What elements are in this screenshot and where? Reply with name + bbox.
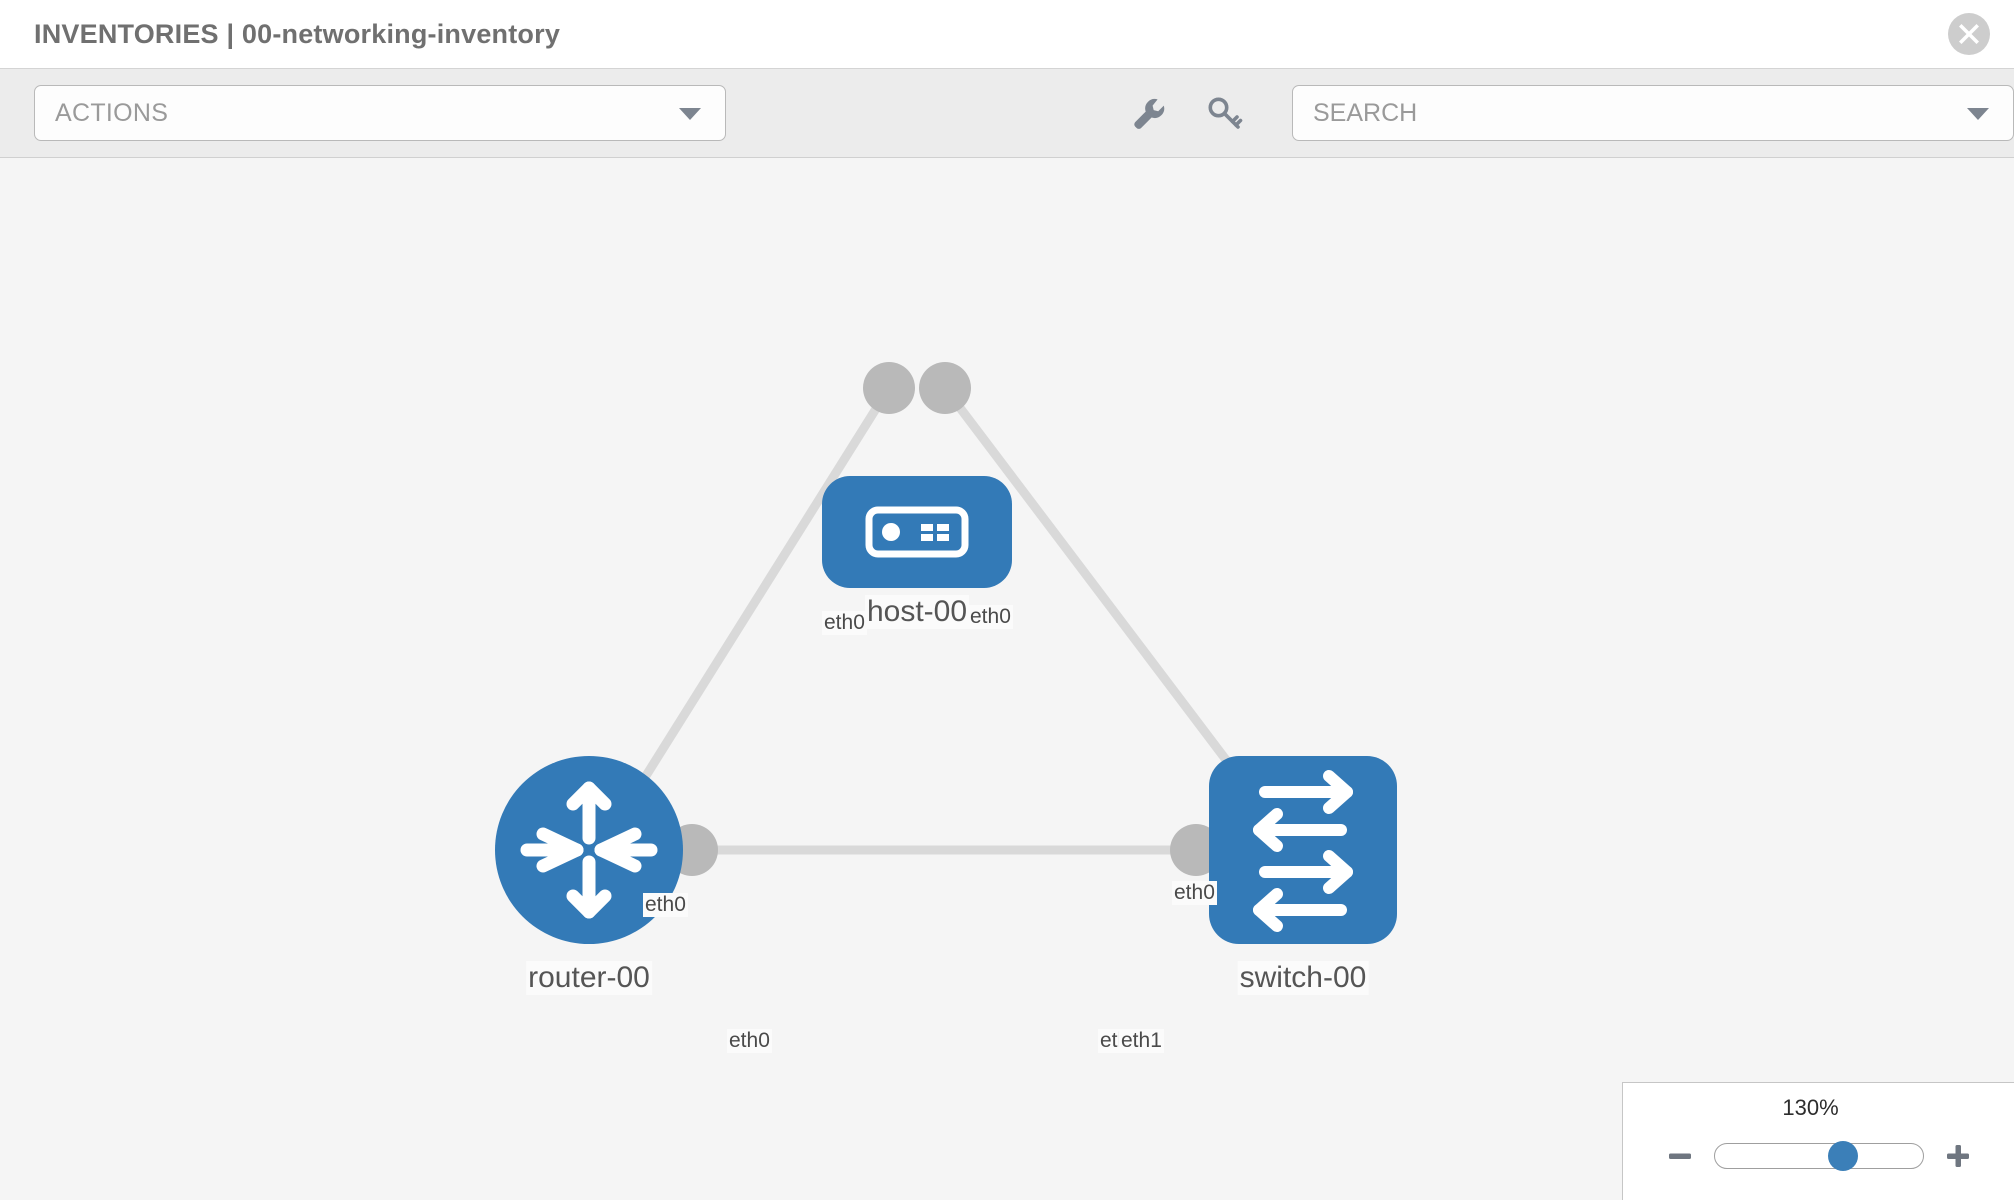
zoom-out-button[interactable] (1664, 1140, 1696, 1172)
page-header: INVENTORIES | 00-networking-inventory (0, 0, 2014, 68)
node-router-00 (495, 756, 683, 944)
zoom-percent-label: 130% (1782, 1095, 1839, 1120)
node-label-router-00: router-00 (526, 961, 652, 995)
zoom-slider-thumb[interactable] (1828, 1141, 1859, 1171)
edge-label-host-left-eth0: eth0 (822, 611, 867, 635)
zoom-in-button[interactable] (1942, 1140, 1974, 1172)
edge-label-host-right-eth0: eth0 (968, 605, 1013, 629)
node-host-00 (822, 476, 1012, 588)
endpoint-host-right (919, 362, 971, 414)
edge-label-switch-up-eth0: eth0 (1172, 881, 1217, 905)
zoom-slider-row (1623, 1131, 2014, 1181)
node-router-00-shape (495, 756, 683, 944)
toolbar: ACTIONS (0, 68, 2014, 158)
endpoint-host-left (863, 362, 915, 414)
server-icon (865, 506, 969, 558)
page-title: INVENTORIES | 00-networking-inventory (34, 18, 561, 49)
node-label-switch-00: switch-00 (1237, 961, 1369, 995)
toolbar-icons (1126, 91, 1246, 135)
actions-dropdown[interactable]: ACTIONS (34, 85, 726, 141)
zoom-control-panel: 130% (1622, 1082, 2014, 1200)
node-switch-00 (1209, 756, 1397, 944)
node-host-00-shape (822, 476, 1012, 588)
search-input[interactable] (1313, 98, 2013, 128)
node-label-host-00: host-00 (864, 595, 970, 629)
node-switch-00-shape (1209, 756, 1397, 944)
chevron-down-icon (679, 108, 701, 120)
zoom-slider-track[interactable] (1713, 1141, 1924, 1171)
edge-label-router-right-eth0: eth0 (727, 1029, 772, 1053)
edge-host-router (613, 385, 893, 825)
switch-arrows-icon (1253, 770, 1353, 932)
router-arrows-icon (520, 781, 658, 919)
actions-dropdown-label: ACTIONS (55, 98, 169, 127)
topology-graph (495, 362, 1397, 944)
search-field[interactable] (1292, 85, 2014, 141)
edge-host-switch (941, 385, 1277, 825)
topology-canvas[interactable]: host-00 router-00 switch-00 eth0 eth0 et… (0, 158, 2014, 1200)
edge-label-switch-left-eth1: eth1 (1119, 1029, 1164, 1053)
key-icon[interactable] (1202, 91, 1246, 135)
wrench-icon[interactable] (1126, 91, 1170, 135)
topology-edges (613, 385, 1277, 855)
chevron-down-icon[interactable] (1967, 108, 1989, 120)
edge-label-router-up-eth0: eth0 (643, 893, 688, 917)
close-icon[interactable] (1948, 13, 1990, 55)
